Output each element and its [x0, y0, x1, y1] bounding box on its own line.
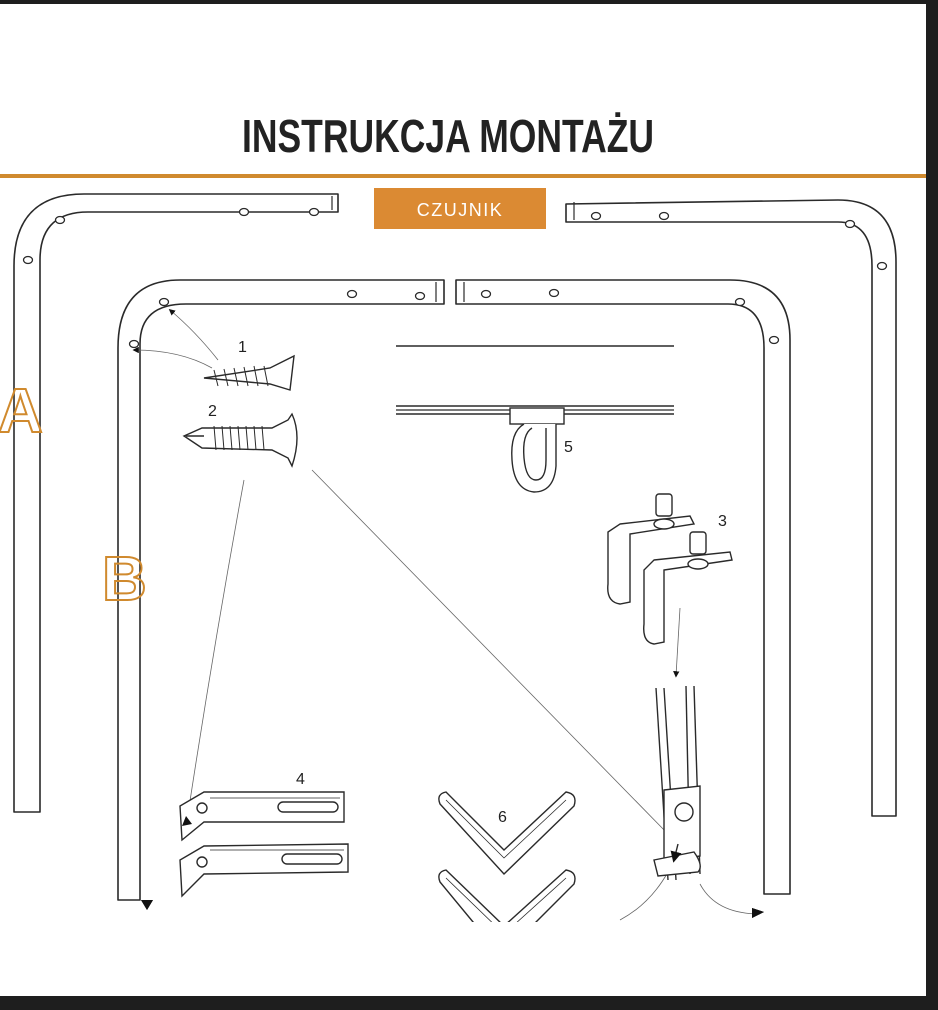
part-5-curtain-hook	[396, 345, 674, 493]
part-label-3: 3	[718, 513, 727, 530]
rail-holes	[22, 207, 888, 349]
rail-end-arrows	[141, 900, 764, 918]
sensor-badge-label: CZUJNIK	[417, 200, 504, 220]
part-2-self-drilling-screw	[182, 412, 298, 468]
part-label-1: 1	[238, 339, 247, 356]
sensor-badge	[374, 188, 546, 229]
part-label-5: 5	[564, 439, 573, 456]
bottom-margin	[0, 922, 926, 996]
instruction-sheet: INSTRUKCJA MONTAŻU CZUJNIK	[0, 4, 926, 996]
part-label-4: 4	[296, 771, 305, 788]
part-4-l-brackets	[179, 791, 349, 898]
page-title: INSTRUKCJA MONTAŻU	[242, 110, 654, 162]
part-3-ceiling-brackets	[607, 493, 733, 645]
accent-divider	[0, 174, 926, 178]
part-1-wood-screw	[203, 354, 295, 391]
guide-lines	[132, 308, 761, 921]
rail-b	[117, 279, 791, 901]
part-6-v-connectors	[438, 791, 576, 935]
rail-label-a: A	[0, 377, 43, 446]
mounting-diagram: INSTRUKCJA MONTAŻU CZUJNIK	[0, 110, 926, 996]
part-label-6: 6	[498, 809, 507, 826]
part-label-2: 2	[208, 403, 217, 420]
rail-label-b: B	[102, 545, 147, 614]
bracket-detail	[653, 685, 701, 881]
